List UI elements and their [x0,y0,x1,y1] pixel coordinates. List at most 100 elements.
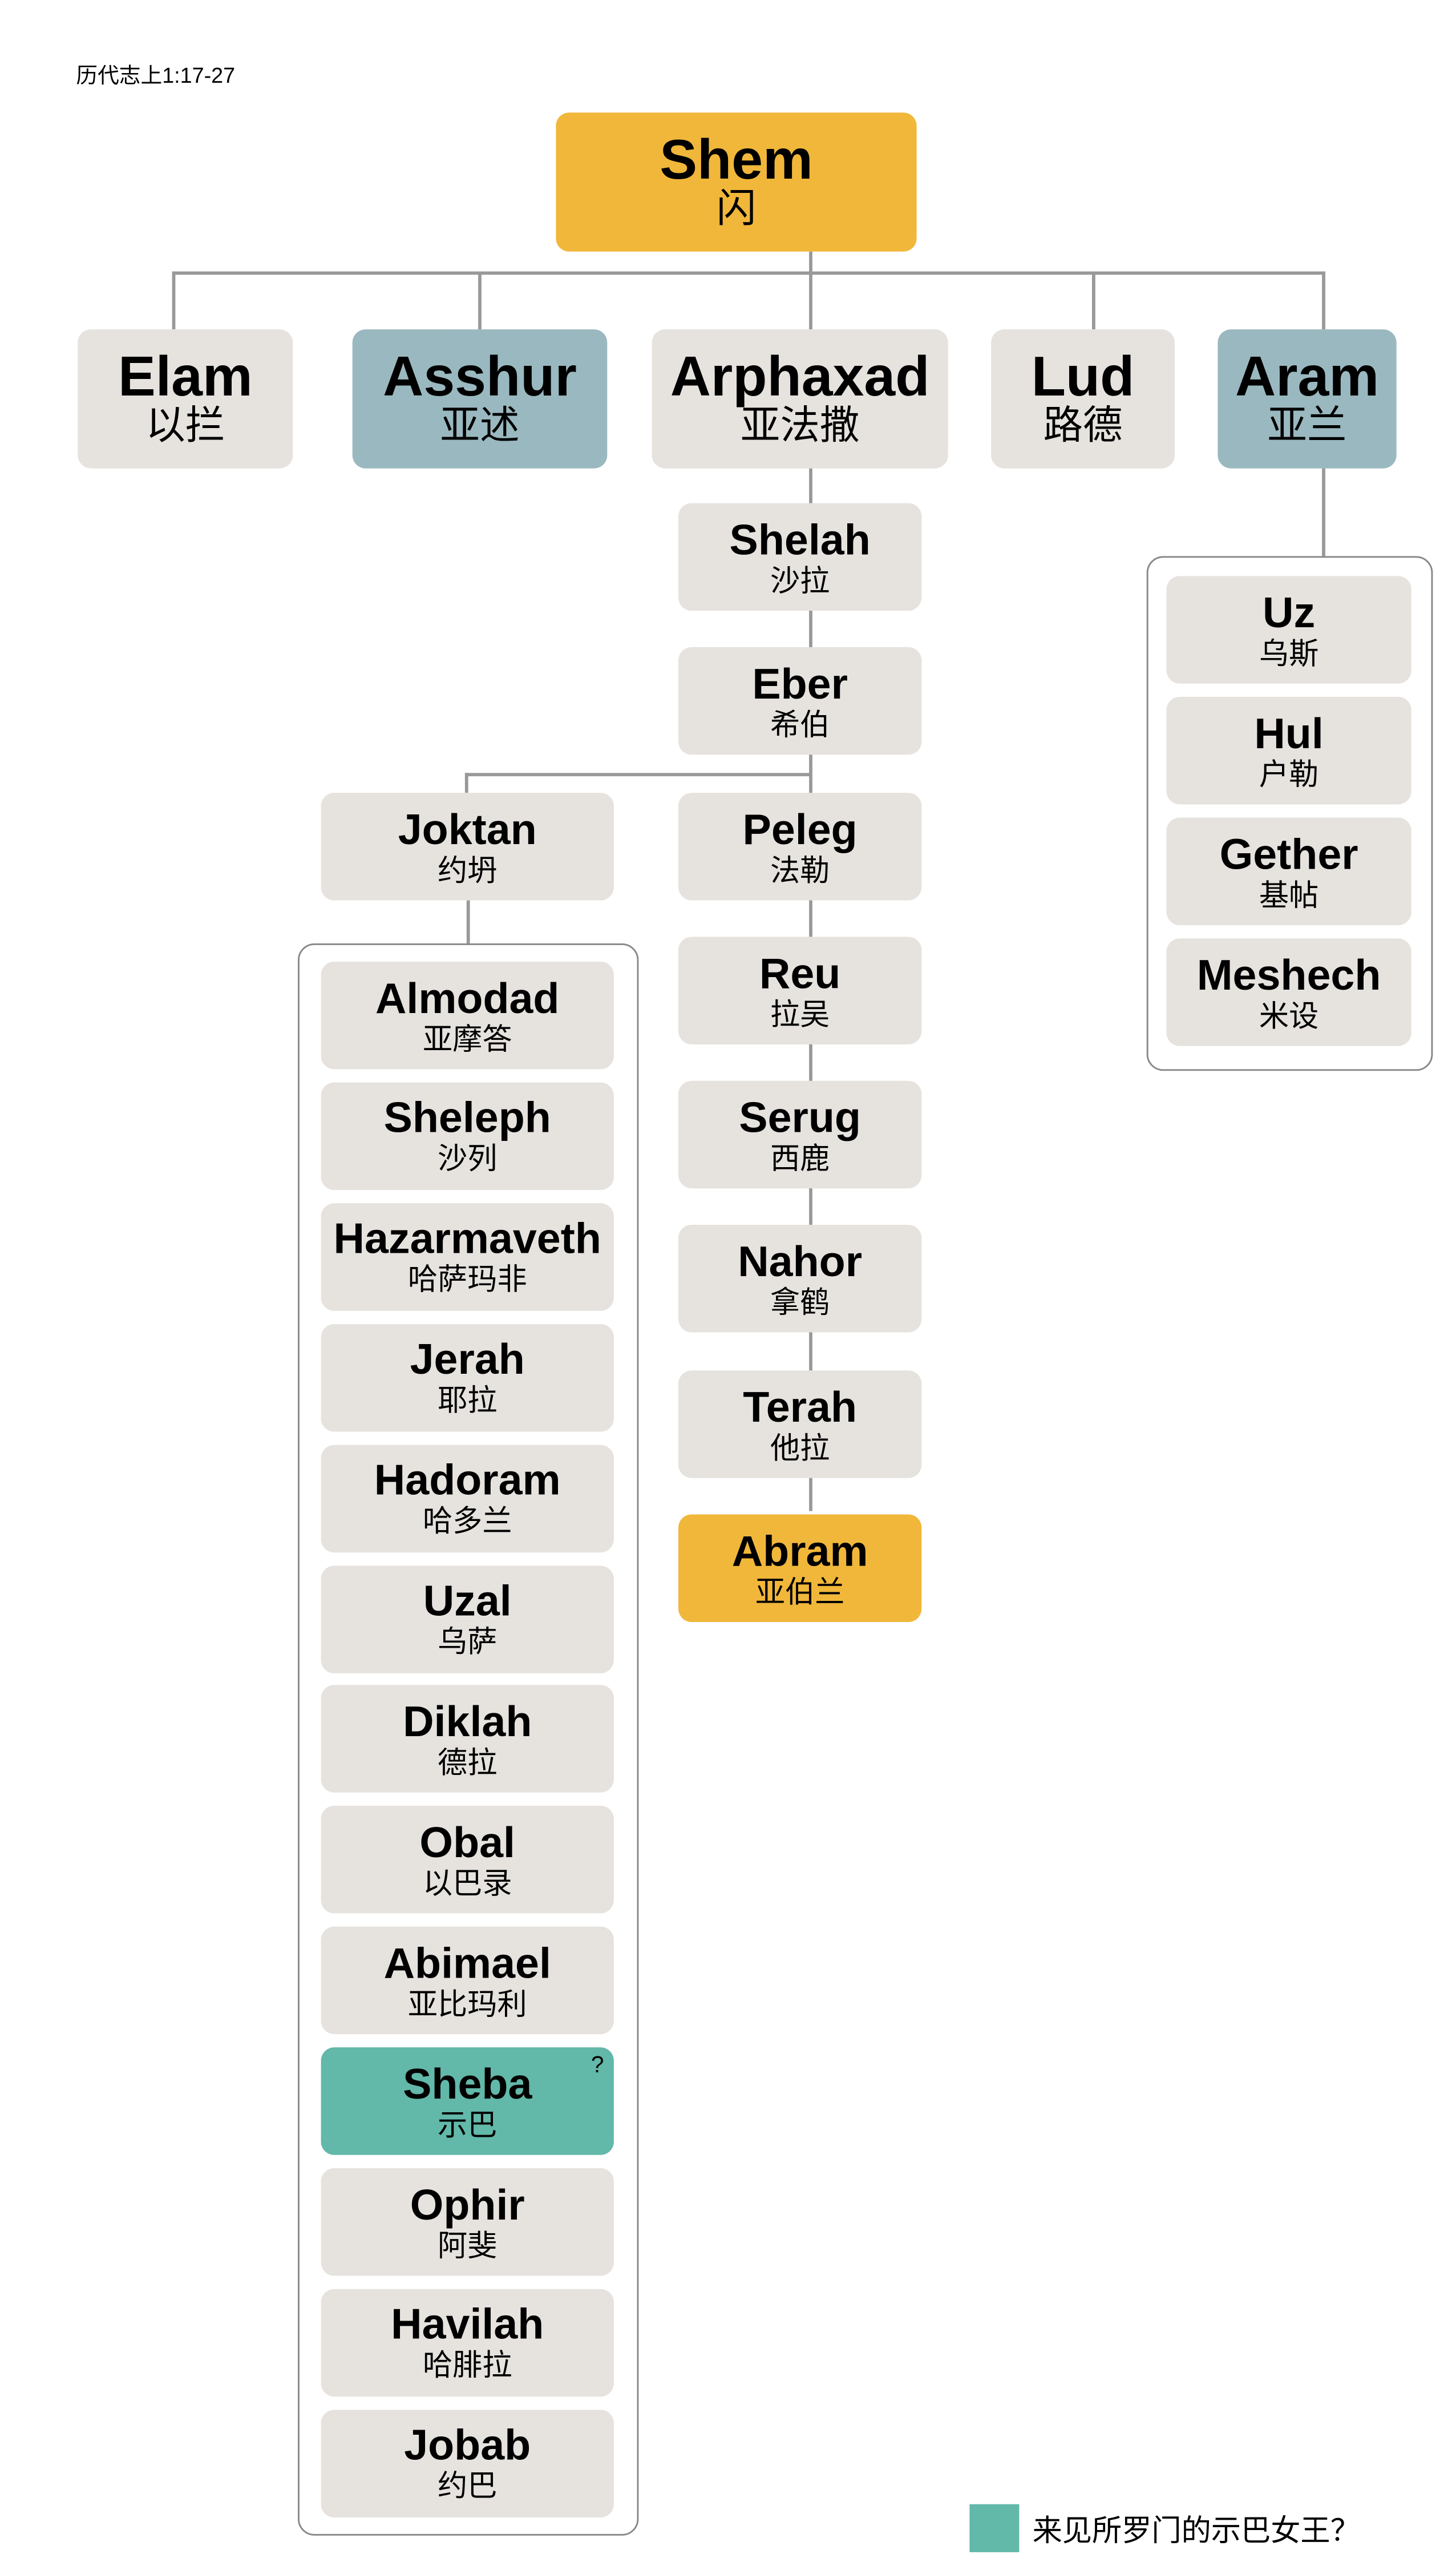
connector [809,251,812,330]
connector [464,773,811,776]
legend-label: 来见所罗门的示巴女王？ [1032,2514,1360,2548]
node-name: Terah [743,1381,858,1431]
node-arphaxad: Arphaxad 亚法撒 [652,329,948,469]
legend-swatch [969,2504,1020,2552]
node-name: Nahor [738,1235,863,1285]
node-chinese-name: 亚述 [440,404,520,449]
node-shem: Shem 闪 [556,112,917,252]
node-chinese-name: 闪 [716,187,757,232]
node-name: Hul [1254,707,1324,757]
node-name: Havilah [391,2299,544,2350]
node-chinese-name: 拉吴 [770,997,830,1031]
node-chinese-name: 哈多兰 [422,1504,512,1538]
node-name: Lud [1031,346,1135,409]
node-name: Uz [1263,587,1316,637]
node-aram: Aram 亚兰 [1218,329,1397,469]
node-chinese-name: 米设 [1259,999,1319,1032]
node-chinese-name: 拿鹤 [770,1285,830,1318]
node-asshur: Asshur 亚述 [352,329,608,469]
node-name: Obal [419,1817,516,1867]
node-chinese-name: 耶拉 [438,1383,498,1417]
node-name: Abram [731,1525,868,1575]
node-chinese-name: 德拉 [438,1746,498,1780]
connector [1322,468,1325,556]
node-chinese-name: 以拦 [145,404,225,449]
node-chinese-name: 亚兰 [1267,404,1347,449]
node-elam: Elam 以拦 [78,329,293,469]
node-chinese-name: 路德 [1043,404,1123,449]
node-name: Shelah [729,514,871,564]
node-name: Diklah [403,1696,532,1746]
node-name: Elam [118,346,253,409]
node-name: Joktan [398,803,537,853]
node-chinese-name: 亚法撒 [740,404,860,449]
node-chinese-name: 沙拉 [770,563,830,597]
node-name: Hazarmaveth [333,1213,601,1264]
node-chinese-name: 哈萨玛非 [407,1263,527,1297]
node-name: Almodad [375,972,560,1022]
node-chinese-name: 西鹿 [770,1141,830,1175]
node-name: Uzal [423,1575,512,1625]
node-chinese-name: 亚伯兰 [755,1575,845,1608]
node-chinese-name: 约巴 [438,2470,498,2503]
node-name: Peleg [742,803,858,853]
node-name: Gether [1219,828,1358,878]
node-name: Jerah [410,1334,525,1384]
node-chinese-name: 乌斯 [1259,636,1319,670]
connector [478,271,481,330]
node-chinese-name: 希伯 [770,707,830,741]
node-chinese-name: 亚摩答 [422,1022,512,1055]
node-chinese-name: 阿斐 [438,2228,498,2262]
node-chinese-name: 他拉 [770,1431,830,1464]
node-name: Eber [752,657,848,708]
connector [172,271,175,330]
node-name: Asshur [383,346,577,409]
node-name: Meshech [1196,949,1381,999]
node-name: Shem [660,129,813,192]
node-name: Serug [739,1091,861,1141]
connector [1322,271,1325,330]
node-chinese-name: 亚比玛利 [407,1987,527,2020]
node-chinese-name: 户勒 [1259,757,1319,790]
node-name: Arphaxad [670,346,930,409]
node-chinese-name: 基帖 [1259,878,1319,911]
node-name: Abimael [383,1937,551,1987]
node-name: Sheba [403,2058,532,2108]
node-name: Ophir [410,2178,525,2229]
node-name: Sheleph [383,1093,551,1143]
node-name: Reu [759,947,841,998]
uncertain-mark: ? [591,2051,604,2077]
connector [464,773,468,793]
scripture-reference: 历代志上1:17-27 [76,63,236,88]
node-name: Aram [1235,346,1380,409]
node-chinese-name: 沙列 [438,1143,498,1176]
node-name: Hadoram [374,1455,561,1505]
node-chinese-name: 哈腓拉 [422,2349,512,2383]
connector [1092,271,1095,330]
node-chinese-name: 法勒 [770,853,830,886]
